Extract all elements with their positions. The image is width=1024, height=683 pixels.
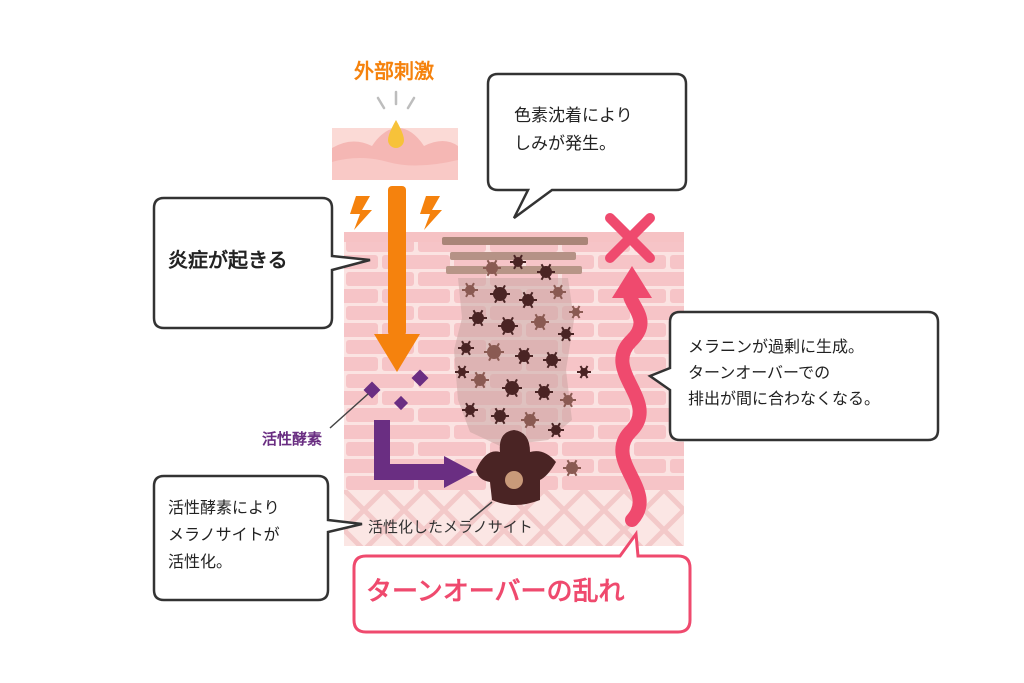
melanin-granules xyxy=(455,254,591,477)
turnover-disorder-text: ターンオーバーの乱れ xyxy=(366,577,625,607)
inflammation-text: 炎症が起きる xyxy=(168,248,288,272)
down-arrow-icon xyxy=(374,186,420,372)
turnover-disorder-bubble xyxy=(352,529,692,634)
enzyme-activation-bubble xyxy=(152,474,363,602)
activated-melanocyte-label: 活性化したメラノサイト xyxy=(368,518,533,536)
cross-mark-icon xyxy=(605,213,655,263)
skin-surface-inset xyxy=(332,90,458,180)
pigment-deposit-text: 色素沈着により しみが発生。 xyxy=(514,106,633,154)
external-stimulus-label: 外部刺激 xyxy=(354,59,434,83)
bent-arrow-icon xyxy=(374,420,474,488)
active-enzyme-label: 活性酵素 xyxy=(262,430,322,448)
excess-melanin-bubble xyxy=(647,310,940,442)
inflammation-bubble xyxy=(152,196,371,330)
wavy-arrow-icon xyxy=(612,266,652,527)
lightning-icon xyxy=(350,196,372,230)
lightning-icon xyxy=(420,196,442,230)
enzyme-activation-text: 活性酵素により メラノサイトが 活性化。 xyxy=(168,498,280,571)
droplet-icon xyxy=(388,120,404,148)
pigment-deposit-bubble xyxy=(486,72,688,220)
sparkle-lines-icon xyxy=(376,90,416,110)
activated-melanocyte xyxy=(476,430,556,505)
excess-melanin-text: メラニンが過剰に生成。 ターンオーバーでの 排出が間に合わなくなる。 xyxy=(688,337,881,408)
